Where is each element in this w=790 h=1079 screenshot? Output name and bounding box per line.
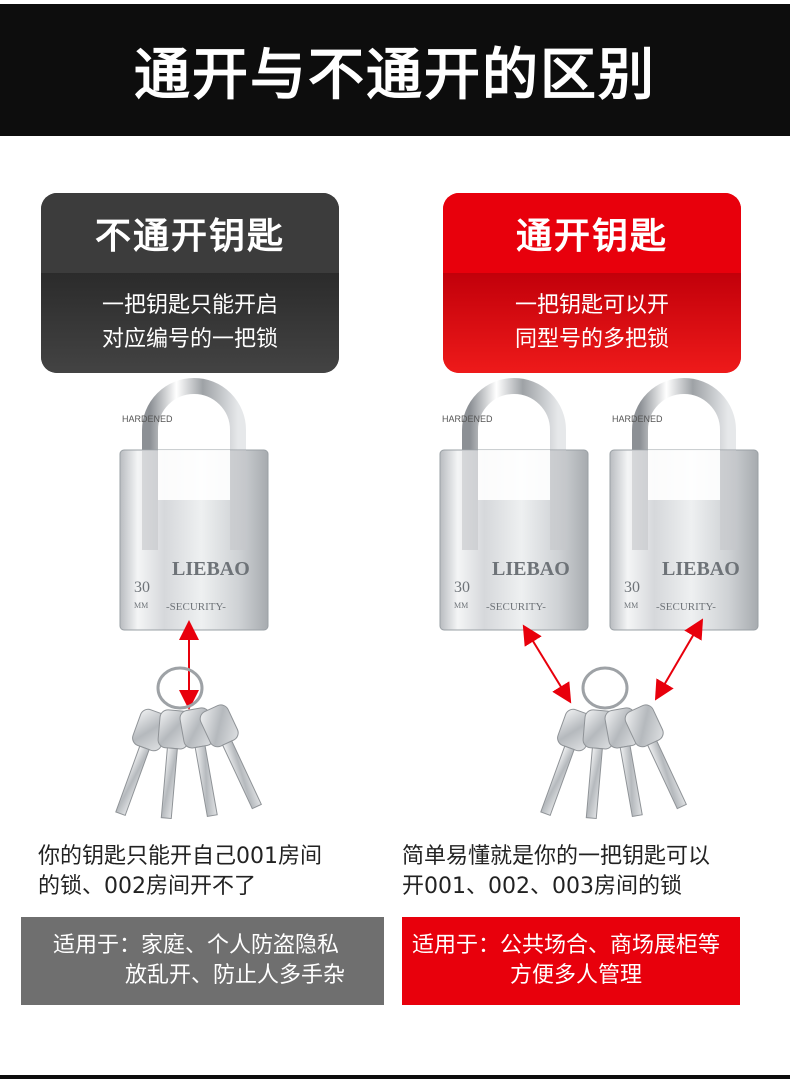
non-master-key-title: 不通开钥匙 [41,193,339,273]
bottom-divider [0,1075,790,1079]
padlock-label: -SECURITY- [166,601,226,613]
page-title: 通开与不通开的区别 [134,42,656,108]
non-master-key-explanation: 你的钥匙只能开自己001房间 的锁、002房间开不了 [38,842,322,902]
shackle-engraving: HARDENED [612,414,663,424]
padlock-size-unit: MM [134,601,148,610]
arrow-right-2 [654,618,704,701]
card-line: 同型号的多把锁 [514,327,669,352]
explanation-line: 开001、002、003房间的锁 [402,874,682,899]
padlock-brand: LIEBAO [662,558,740,580]
padlock-label: -SECURITY- [486,601,546,613]
explanation-line: 简单易懂就是你的一把钥匙可以 [402,844,711,869]
padlock-size-unit: MM [624,601,638,610]
master-key-title: 通开钥匙 [443,193,741,273]
padlock-right-1: HARDENED LIEBAO 30 MM -SECURITY- [440,386,588,630]
master-key-use-case: 适用于：公共场合、商场展柜等 方便多人管理 [402,917,740,1005]
non-master-key-description: 一把钥匙只能开启 对应编号的一把锁 [41,273,339,373]
padlock-label: -SECURITY- [656,601,716,613]
padlock-size-unit: MM [454,601,468,610]
arrow-right-1 [522,624,572,704]
non-master-key-use-case: 适用于：家庭、个人防盗隐私 放乱开、防止人多手杂 [21,917,384,1005]
padlock-brand: LIEBAO [492,558,570,580]
card-line: 一把钥匙可以开 [514,293,669,318]
padlock-right-2: HARDENED LIEBAO 30 MM -SECURITY- [610,386,758,630]
card-line: 一把钥匙只能开启 [101,293,278,318]
use-case-line: 放乱开、防止人多手杂 [125,963,346,988]
shackle-engraving: HARDENED [442,414,493,424]
explanation-line: 的锁、002房间开不了 [38,874,256,899]
card-line: 对应编号的一把锁 [101,327,278,352]
master-key-card: 通开钥匙 一把钥匙可以开 同型号的多把锁 [443,193,741,373]
use-case-line: 适用于：家庭、个人防盗隐私 [53,933,340,958]
non-master-key-card: 不通开钥匙 一把钥匙只能开启 对应编号的一把锁 [41,193,339,373]
use-case-line: 适用于：公共场合、商场展柜等 [412,933,721,958]
page-title-banner: 通开与不通开的区别 [0,4,790,136]
shackle-engraving: HARDENED [122,414,173,424]
master-key-description: 一把钥匙可以开 同型号的多把锁 [443,273,741,373]
padlock-size: 30 [134,579,150,596]
padlock-size: 30 [454,579,470,596]
explanation-line: 你的钥匙只能开自己001房间 [38,844,322,869]
key-bunch-right [529,666,697,821]
padlock-left: HARDENED LIEBAO 30 MM -SECURITY- [120,386,268,630]
padlock-brand: LIEBAO [172,558,250,580]
use-case-line: 方便多人管理 [510,963,643,988]
padlock-size: 30 [624,579,640,596]
master-key-explanation: 简单易懂就是你的一把钥匙可以 开001、002、003房间的锁 [402,842,710,902]
